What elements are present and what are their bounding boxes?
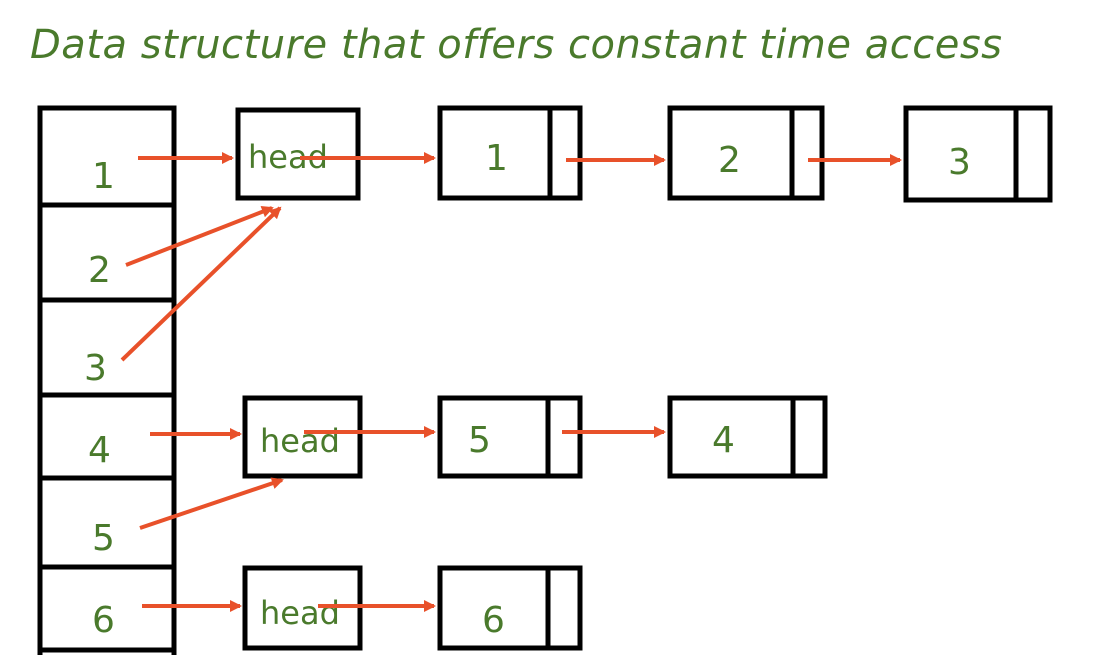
slot-label-1: 1 (92, 156, 115, 197)
slot-label-5: 5 (92, 518, 115, 559)
node-value: 1 (485, 138, 508, 179)
slot-label-2: 2 (88, 250, 111, 291)
diagram-title: Data structure that offers constant time… (30, 22, 1003, 68)
head-label: head (260, 422, 340, 460)
list-node-chain2-2: 4 (667, 395, 828, 479)
node-value: 5 (468, 420, 491, 461)
node-value: 6 (482, 600, 505, 641)
head-label: head (260, 594, 340, 632)
arrow-slot2-to-head (125, 206, 274, 267)
slot-label-6: 6 (92, 600, 115, 641)
table-outline (37, 105, 177, 655)
arrow-slot5-to-head (139, 477, 284, 530)
list-node-chain3-1: 6 (437, 565, 583, 651)
list-node-chain1-3: 3 (903, 105, 1053, 203)
slot-label-4: 4 (88, 430, 111, 471)
node-value: 2 (718, 140, 741, 181)
hash-table-column: 1 2 3 4 5 6 (37, 105, 177, 655)
slot-label-3: 3 (84, 348, 107, 389)
head-box-1: head (235, 107, 361, 201)
list-node-chain2-1: 5 (437, 395, 583, 479)
arrow-slot3-to-head (120, 206, 282, 362)
node-value: 4 (712, 420, 735, 461)
list-node-chain1-2: 2 (667, 105, 825, 201)
list-node-chain1-1: 1 (437, 105, 583, 201)
node-value: 3 (948, 142, 971, 183)
head-box-2: head (242, 395, 363, 479)
